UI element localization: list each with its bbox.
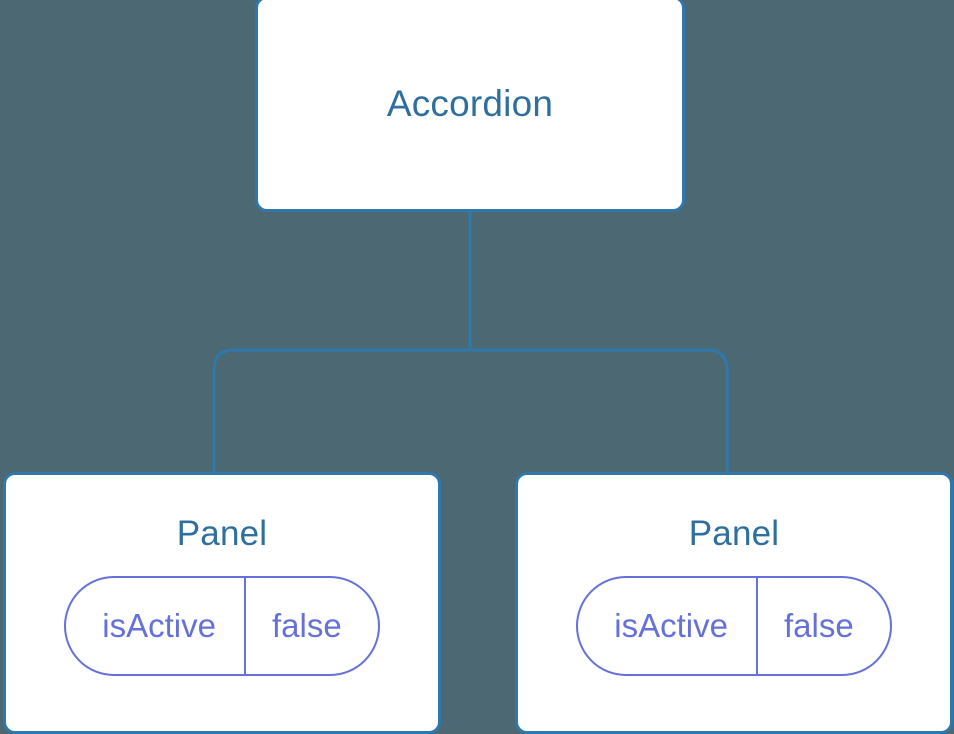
prop-key-label: isActive (102, 607, 216, 644)
node-panel-2-title: Panel (688, 514, 780, 553)
node-accordion-title: Accordion (386, 82, 554, 124)
node-accordion[interactable]: Accordion (255, 0, 685, 212)
node-panel-2[interactable]: Panel isActive false (515, 472, 953, 734)
prop-value-label: false (755, 577, 890, 674)
prop-badge-isactive-1[interactable]: isActive false (64, 575, 380, 676)
node-panel-1[interactable]: Panel isActive false (3, 472, 441, 734)
prop-key-label: isActive (614, 607, 728, 644)
prop-badge-isactive-2[interactable]: isActive false (576, 575, 892, 676)
connector-branch-right (470, 348, 729, 476)
connector-branch-left (212, 348, 470, 476)
prop-value-label: false (243, 577, 378, 674)
node-panel-1-title: Panel (176, 514, 268, 553)
